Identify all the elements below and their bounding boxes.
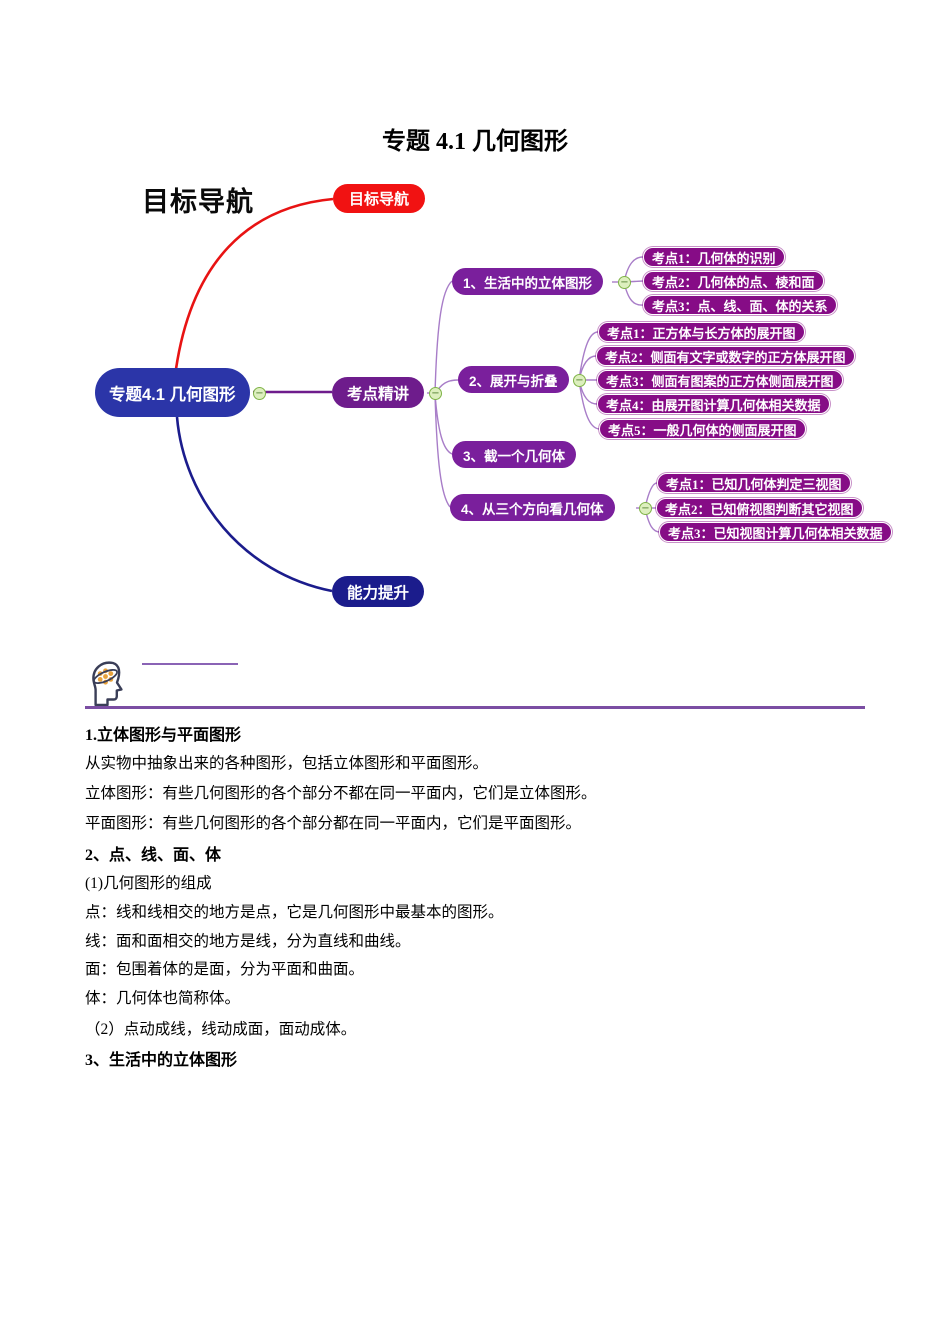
mindmap-leaf[interactable]: 考点2：已知俯视图判断其它视图 xyxy=(656,498,863,518)
section-heading-goal-nav: 目标导航 xyxy=(142,187,254,217)
collapse-icon[interactable]: − xyxy=(573,374,586,387)
note-line: 从实物中抽象出来的各种图形，包括立体图形和平面图形。 xyxy=(85,755,489,772)
note-line: 平面图形：有些几何图形的各个部分都在同一平面内，它们是平面图形。 xyxy=(85,815,582,832)
note-line: 立体图形：有些几何图形的各个部分不都在同一平面内，它们是立体图形。 xyxy=(85,785,597,802)
note-line: 点：线和线相交的地方是点，它是几何图形中最基本的图形。 xyxy=(85,904,504,921)
mindmap-branch-cut-solid[interactable]: 3、截一个几何体 xyxy=(452,441,577,468)
collapse-icon[interactable]: − xyxy=(429,387,442,400)
thinking-head-icon xyxy=(92,661,123,707)
note-line: 线：面和面相交的地方是线，分为直线和曲线。 xyxy=(85,933,411,950)
note-line: 体：几何体也简称体。 xyxy=(85,990,241,1007)
note-line: (1)几何图形的组成 xyxy=(85,875,212,892)
mindmap-leaf[interactable]: 考点3：已知视图计算几何体相关数据 xyxy=(659,522,892,542)
mindmap-node-goal-nav[interactable]: 目标导航 xyxy=(333,184,426,213)
mindmap-node-key-points[interactable]: 考点精讲 xyxy=(332,377,425,408)
divider-long xyxy=(85,706,865,709)
page-title: 专题 4.1 几何图形 xyxy=(382,129,568,155)
mindmap-branch-solid-figures[interactable]: 1、生活中的立体图形 xyxy=(452,268,604,295)
mindmap-leaf[interactable]: 考点1：正方体与长方体的展开图 xyxy=(598,322,805,342)
mindmap-lines xyxy=(174,197,661,593)
mindmap-branch-three-views[interactable]: 4、从三个方向看几何体 xyxy=(450,494,615,521)
mindmap-leaf[interactable]: 考点2：几何体的点、棱和面 xyxy=(643,271,824,291)
divider-short xyxy=(142,663,238,665)
note-heading-1: 1.立体图形与平面图形 xyxy=(85,727,242,744)
mindmap-node-ability[interactable]: 能力提升 xyxy=(332,576,425,607)
mindmap-branch-unfold-fold[interactable]: 2、展开与折叠 xyxy=(458,366,569,393)
note-line: 面：包围着体的是面，分为平面和曲面。 xyxy=(85,961,365,978)
mindmap-leaf[interactable]: 考点3：侧面有图案的正方体侧面展开图 xyxy=(597,370,843,390)
collapse-icon[interactable]: − xyxy=(618,276,631,289)
collapse-icon[interactable]: − xyxy=(253,387,266,400)
mindmap-leaf[interactable]: 考点4：由展开图计算几何体相关数据 xyxy=(597,394,830,414)
mindmap-leaf[interactable]: 考点5：一般几何体的侧面展开图 xyxy=(599,419,806,439)
note-heading-2: 2、点、线、面、体 xyxy=(85,847,222,864)
note-line: （2）点动成线，线动成面，面动成体。 xyxy=(85,1021,357,1038)
mindmap-node-root[interactable]: 专题4.1 几何图形 xyxy=(95,368,250,417)
mindmap-leaf[interactable]: 考点1：已知几何体判定三视图 xyxy=(657,473,851,493)
mindmap-leaf[interactable]: 考点2：侧面有文字或数字的正方体展开图 xyxy=(596,346,855,366)
note-heading-3: 3、生活中的立体图形 xyxy=(85,1052,238,1069)
collapse-icon[interactable]: − xyxy=(639,502,652,515)
mindmap-leaf[interactable]: 考点3：点、线、面、体的关系 xyxy=(643,295,837,315)
mindmap-leaf[interactable]: 考点1：几何体的识别 xyxy=(643,247,785,267)
